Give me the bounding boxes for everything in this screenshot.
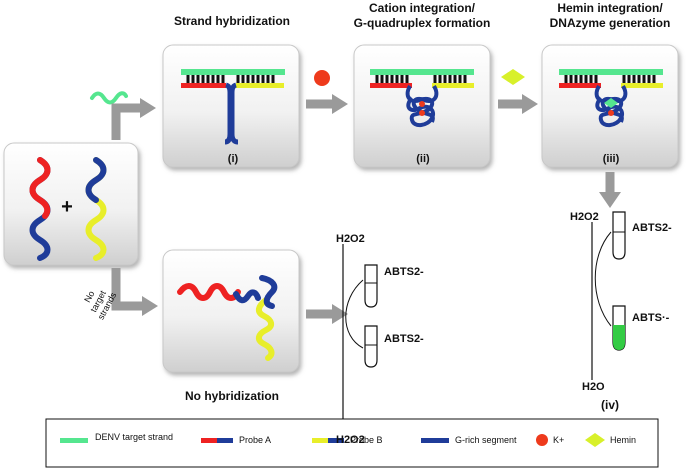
- probe-b-strand-blue: [85, 157, 107, 203]
- label-iii: (iii): [603, 153, 620, 165]
- right-h2o: H2O: [582, 381, 605, 393]
- legend-probe-a-label: Probe A: [239, 435, 271, 445]
- arrow-head: [142, 296, 158, 316]
- legend-probe-a-swatch-red: [201, 438, 217, 443]
- legend-target-swatch: [60, 438, 88, 443]
- unhybridized-probes: [177, 275, 278, 361]
- legend-probe-b-swatch-blue: [328, 438, 344, 443]
- reaction-left: [342, 244, 378, 430]
- no-target-line1: No: [82, 289, 96, 304]
- hybridization-complex: [181, 69, 285, 145]
- target-strand-icon: [90, 91, 128, 105]
- label-i: (i): [228, 153, 239, 165]
- left-abts-bottom: ABTS2-: [384, 333, 424, 345]
- legend-probe-b-swatch-yellow: [312, 438, 328, 443]
- legend-probe-b-label: Probe B: [350, 435, 383, 445]
- legend-g-rich-swatch: [421, 438, 449, 443]
- legend-cation-swatch: [536, 434, 548, 446]
- title-cation-line2: G-quadruplex formation: [354, 16, 491, 30]
- arrow-head: [522, 94, 538, 114]
- dnazyme-complex: [559, 69, 663, 127]
- left-h2o2-bottom: H2O2: [336, 434, 365, 446]
- hemin-marker: [501, 69, 525, 85]
- legend-probe-a-swatch-blue: [217, 438, 233, 443]
- legend-hemin-swatch: [585, 433, 605, 447]
- arrow-head: [332, 304, 348, 324]
- title-hemin-line2: DNAzyme generation: [550, 16, 671, 30]
- title-cation-line1: Cation integration/: [369, 1, 476, 15]
- label-iv: (iv): [601, 398, 619, 412]
- right-h2o2: H2O2: [570, 211, 599, 223]
- legend-g-rich-label: G-rich segment: [455, 435, 517, 445]
- arrow-head: [332, 94, 348, 114]
- reaction-right: [591, 211, 626, 380]
- label-ii: (ii): [416, 153, 430, 165]
- right-abts-top: ABTS2-: [632, 222, 672, 234]
- title-no-hybridization: No hybridization: [185, 389, 279, 403]
- legend-box: [45, 418, 659, 468]
- left-abts-top: ABTS2-: [384, 266, 424, 278]
- cation-marker: [314, 70, 330, 86]
- probe-a-strand-red: [29, 157, 51, 219]
- right-abts-bottom: ABTS·-: [632, 312, 670, 324]
- quadruplex-complex: [370, 69, 474, 127]
- left-h2o2-top: H2O2: [336, 233, 365, 245]
- title-hemin-line1: Hemin integration/: [557, 1, 663, 15]
- arrow-head: [140, 98, 156, 118]
- arrow-head: [599, 192, 621, 208]
- legend-hemin-label: Hemin: [610, 435, 636, 445]
- no-target-label: No target strands: [82, 288, 118, 321]
- arrow-to-no-hybridization: [111, 268, 144, 311]
- panel-no-hybridization: [162, 249, 300, 373]
- title-hybridization: Strand hybridization: [174, 14, 290, 28]
- legend-cation-label: K+: [553, 435, 564, 445]
- plus-sign: +: [61, 196, 73, 218]
- arrow-to-hybridization: [111, 103, 142, 140]
- legend-target-label: DENV target strand: [95, 432, 173, 442]
